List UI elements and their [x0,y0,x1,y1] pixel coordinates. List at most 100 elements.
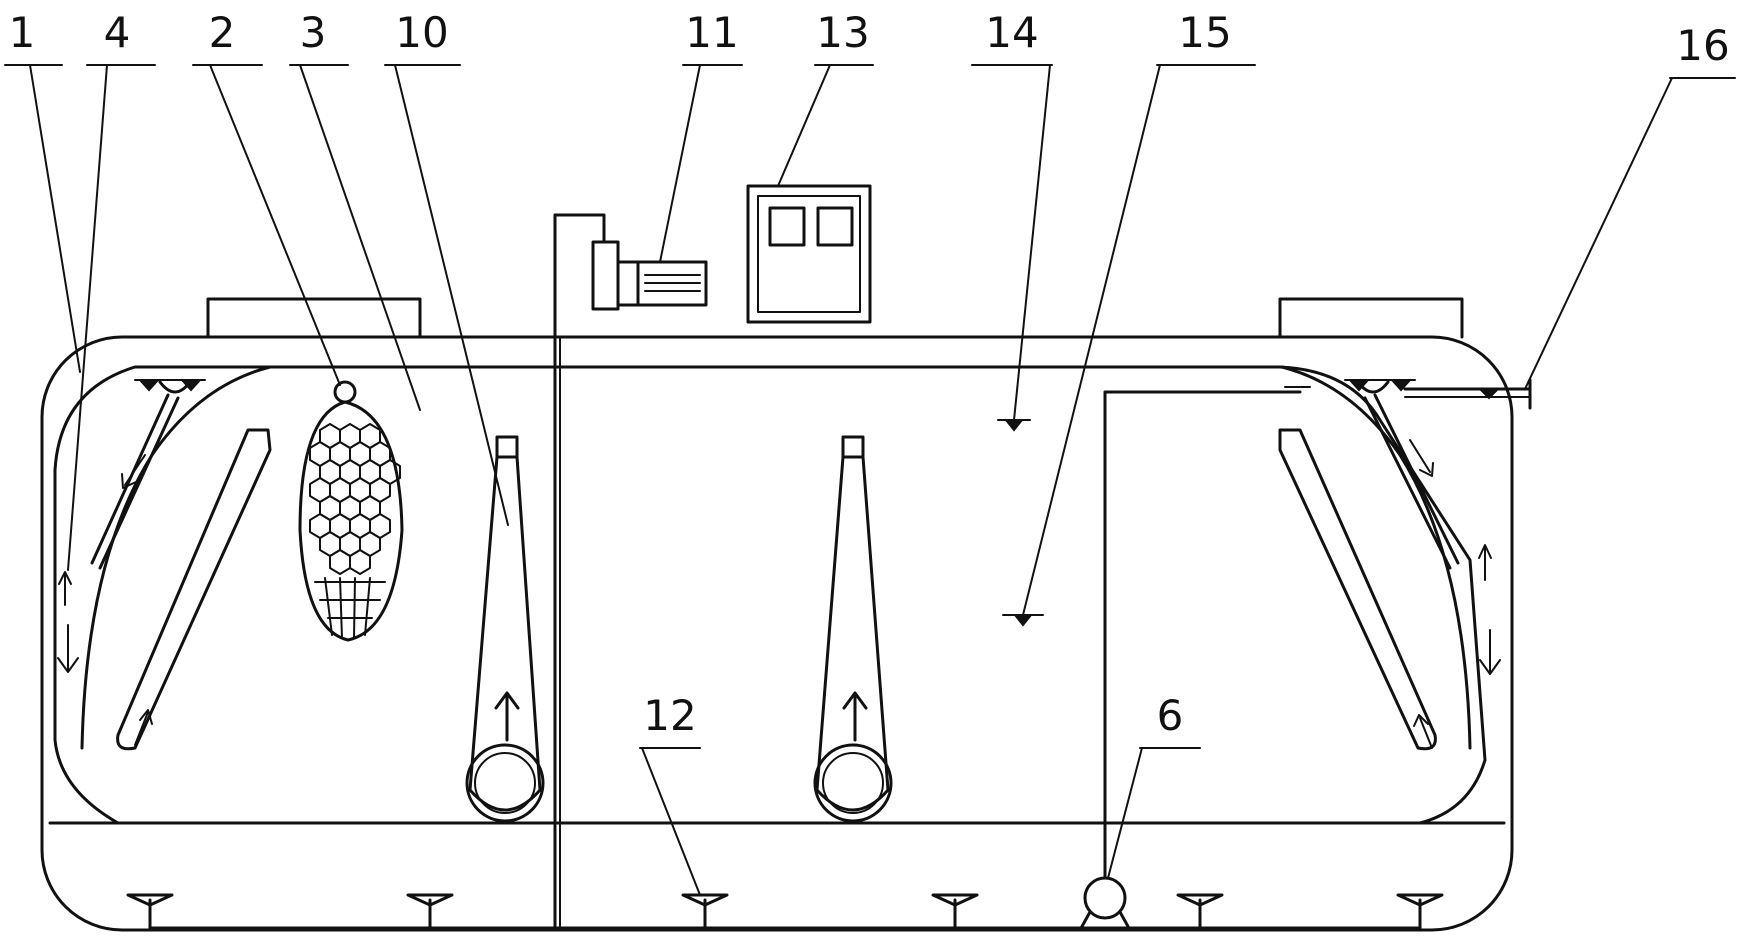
leader-13 [777,64,831,187]
aeration-system [126,893,1444,930]
leader-6 [1107,747,1143,879]
leader-16 [1524,77,1673,390]
diffuser-2 [406,893,454,930]
basket-hook [333,380,357,404]
pipe-to-motor [553,213,606,244]
inner-chamber-outline [53,365,1487,825]
right-weir-plate-inner [1363,396,1452,570]
diffuser-1 [126,893,174,930]
label-2: 2 [209,8,236,57]
right-diag-down-arrow [1409,439,1431,473]
basket-outline [298,400,404,642]
motor-body [636,260,708,307]
diffuser-5 [1176,893,1224,930]
leader-10 [394,64,509,526]
airlift-1-body [468,455,542,812]
biofilm-basket [298,380,404,642]
right-baffles [1278,393,1460,751]
effluent-pipe [1103,378,1532,892]
label-16: 16 [1676,21,1729,70]
right-diag-down-arrow-head [1419,462,1434,477]
left-diag-down-arrow [124,454,146,486]
leader-lines [4,64,1736,896]
left-inclined-baffle [116,428,272,751]
motor-unit [591,240,708,311]
flow-arrows [57,439,1501,749]
label-3: 3 [300,8,327,57]
tank-shell [40,335,1514,932]
leader-15 [1022,64,1161,616]
leader-11 [659,64,701,263]
label-1: 1 [9,8,36,57]
top-hatches [206,297,1464,339]
pump-body [1083,876,1127,920]
label-15: 15 [1178,8,1231,57]
outer-shell [40,335,1514,932]
outlet-level-mark [1477,388,1501,400]
left-diag-up-arrow-head [139,709,153,725]
return-pipe [1103,390,1302,892]
left-diag-down-arrow-head [121,473,137,489]
diffusers [126,893,1444,930]
left-weir-plate-inner [98,396,180,570]
right-inner-curve [1280,365,1472,750]
airlift-2-bottom-ring [813,743,893,823]
right-hatch [1278,297,1464,339]
leader-4 [67,64,108,571]
airlift-1-cap [495,435,519,459]
left-hatch [206,297,422,339]
motor-coupling [616,260,640,307]
airlift-2-body [815,455,890,812]
water-level-markers [997,419,1044,627]
right-diag-up-arrow [1419,717,1433,749]
airlift-2-cap [841,435,865,459]
left-inner-curve [80,365,272,750]
level-15-mark [1012,614,1034,627]
label-4: 4 [104,8,131,57]
control-box-outer [746,184,872,324]
basket-bottom-grid [314,577,386,639]
right-up-arrow-head [1478,544,1492,559]
level-14-mark [1003,419,1025,432]
inner-chamber [53,365,1487,825]
right-inclined-baffle [1278,428,1437,751]
control-window-right [816,206,854,247]
leader-2 [209,64,341,386]
airlift-2-bottom-ring-inner [822,752,884,814]
right-diag-up-arrow-head [1413,714,1429,727]
diffuser-6 [1396,893,1444,930]
label-13: 13 [816,8,869,57]
left-up-arrow-head [58,571,72,585]
control-box [746,184,872,324]
part-labels: 1 4 2 3 10 11 13 14 15 16 12 6 [9,8,1730,740]
airlift-1-bottom-ring-inner [474,752,536,814]
airlift-tubes [465,435,893,823]
label-12: 12 [643,691,696,740]
weir-troughs [134,379,1416,394]
right-down-arrow-head [1479,659,1501,675]
leader-3 [299,64,421,411]
leader-12 [641,747,701,896]
up-arrow-1-head [494,691,520,710]
pump-6 [1078,876,1132,932]
label-14: 14 [985,8,1038,57]
control-window-left [768,206,806,247]
control-box-inner [757,195,861,313]
left-water-level-mark [137,379,161,392]
leader-1 [29,64,81,373]
diffuser-3 [681,893,729,930]
label-10: 10 [395,8,448,57]
label-6: 6 [1157,691,1184,740]
motor-flange [591,240,620,311]
up-arrow-2-head [842,691,868,710]
left-diag-up-arrow [134,711,149,746]
leader-14 [1013,64,1051,421]
label-11: 11 [685,8,738,57]
airlift-1-bottom-ring [465,743,545,823]
left-down-arrow-head [57,657,79,673]
left-baffles [90,393,272,751]
central-partition [553,213,606,928]
diffuser-4 [931,893,979,930]
basket-hex-mesh [309,423,401,575]
